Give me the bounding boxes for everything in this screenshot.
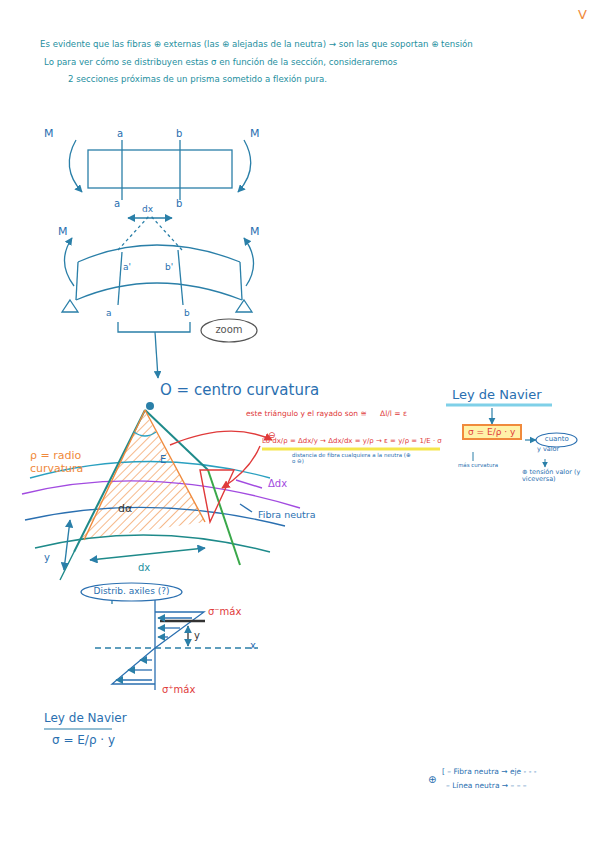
heading-oval: Distrib. axiles (?) (80, 582, 183, 602)
note-small: ⊕ tensión valor (y viceversa) (522, 469, 582, 484)
node-text: cuanto (541, 435, 572, 443)
length-label: dx (138, 562, 150, 574)
moment-label: M (250, 128, 260, 141)
note-red: este triángulo y el rayado son ≅ (246, 410, 367, 419)
node-text: σ = E/ρ · y (468, 427, 515, 437)
law-formula: σ = E/ρ · y (52, 734, 115, 748)
curvature-center-label: O = centro curvatura (160, 382, 319, 399)
note-line: Es evidente que las fibras ⊕ externas (l… (40, 40, 473, 50)
section-label: a (106, 308, 112, 318)
section-label: b (176, 128, 182, 140)
note-small: [ – Fibra neutra → eje - - - (442, 768, 537, 777)
outline-shape (463, 425, 521, 439)
stress-label: σ⁺máx (162, 684, 195, 696)
page-mark: V (578, 8, 587, 23)
law-heading: Ley de Navier (452, 388, 542, 403)
node-text: zoom (212, 324, 246, 335)
length-label: dx (142, 204, 153, 214)
note-oval: cuanto (535, 432, 578, 448)
note-small: distancia de fibra cualquiera a la neutr… (292, 452, 412, 465)
section-label: b (176, 198, 182, 210)
formula-box: σ = E/ρ · y (462, 424, 521, 440)
zoom-bubble: zoom (200, 318, 258, 343)
note-small: más curvatura (458, 462, 498, 468)
section-label: a (117, 128, 123, 140)
note-small: – Línea neutra → – – – (446, 782, 527, 791)
stress-label: σ⁻máx (208, 606, 241, 618)
section-label: b' (165, 262, 173, 272)
section-label: a' (123, 262, 131, 272)
strain-label: E (160, 454, 166, 466)
neutral-fiber-label: Fibra neutra (258, 510, 316, 521)
law-heading: Ley de Navier (44, 712, 127, 726)
note-red: Δl/l = ε (380, 410, 407, 419)
elongation-label: Δdx (268, 478, 287, 490)
moment-label: M (250, 226, 260, 239)
formula-derivation: Lo dx/ρ = Δdx/y → Δdx/dx = y/ρ → ε = y/ρ… (262, 437, 442, 445)
section-label: b (184, 308, 190, 318)
angle-label: dα (118, 503, 132, 516)
distance-label: y (44, 552, 50, 564)
outline-shape (81, 583, 182, 601)
radius-label: ρ = radio curvatura (30, 450, 100, 475)
note-line: Lo para ver cómo se distribuyen estas σ … (44, 58, 397, 68)
section-label: a (114, 198, 120, 210)
outline-shape (201, 319, 257, 342)
note-line: 2 secciones próximas de un prisma someti… (68, 75, 327, 85)
axis-label: x (250, 640, 256, 652)
outline-shape (536, 433, 577, 447)
note-mark: ⊕ (428, 774, 436, 786)
node-text: Distrib. axiles (?) (90, 586, 173, 596)
distance-label: y (194, 630, 200, 642)
moment-label: M (58, 226, 68, 239)
moment-label: M (44, 128, 54, 141)
